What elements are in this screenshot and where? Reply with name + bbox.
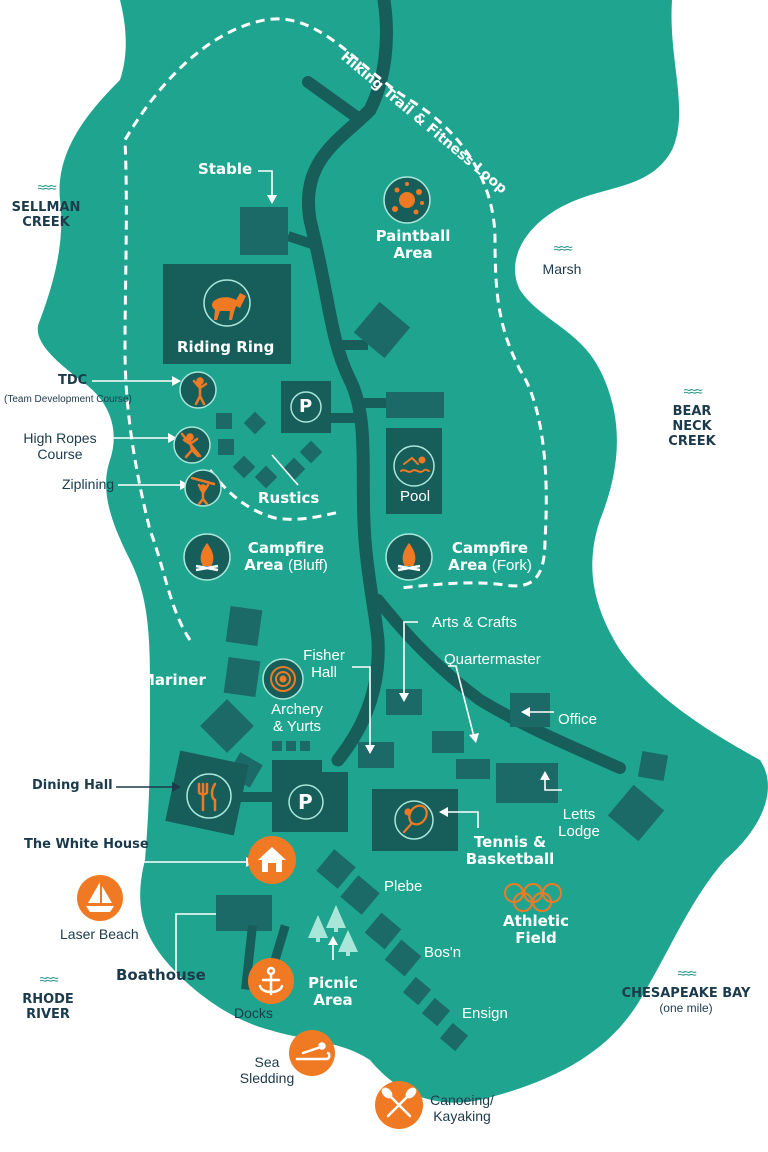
- parking-north: [281, 381, 331, 433]
- stable-label: Stable: [198, 160, 253, 178]
- paddle-icon: [381, 1087, 417, 1118]
- high-ropes-icon: [180, 432, 202, 459]
- sea-sledding-label: Sea Sledding: [239, 1054, 295, 1087]
- east-road: [372, 594, 626, 774]
- docks-label: Docks: [234, 1005, 273, 1021]
- horse-icon: [211, 293, 246, 320]
- high-ropes-label: High Ropes Course: [23, 430, 97, 463]
- mariner-label: Mariner: [140, 671, 206, 689]
- ziplining-label: Ziplining: [62, 476, 115, 492]
- dining-arrow-head: [172, 782, 181, 792]
- water-wave-icon: ≈≈≈: [39, 971, 58, 987]
- zipline-icon: [190, 476, 216, 506]
- north-spur: [302, 76, 364, 124]
- chesapeake-bay: ≈≈≈ CHESAPEAKE BAY (one mile): [616, 965, 756, 1015]
- ensign-label: Ensign: [462, 1005, 508, 1022]
- rhode-river: ≈≈≈ RHODE RIVER: [10, 971, 86, 1022]
- sellman-creek: ≈≈≈ SELLMAN CREEK: [8, 179, 84, 230]
- letts-lodge-label: Letts Lodge: [558, 806, 600, 841]
- paintball-splat-icon: [392, 182, 424, 215]
- office-label: Office: [558, 711, 597, 728]
- dining-hall-label: Dining Hall: [32, 778, 113, 793]
- light-circles: [186, 279, 435, 840]
- quartermaster-label: Quartermaster: [444, 651, 541, 668]
- white-house-label: The White House: [24, 837, 149, 852]
- campfire-fork-label: Campfire Area (Fork): [448, 539, 532, 575]
- sailboat-icon: [86, 882, 114, 912]
- canoeing-label: Canoeing/ Kayaking: [430, 1092, 494, 1125]
- laser-beach-label: Laser Beach: [60, 926, 139, 942]
- tdc-note: (Team Development Course): [4, 394, 132, 405]
- bosn-label: Bos'n: [424, 944, 462, 961]
- water-wave-icon: ≈≈≈: [683, 383, 702, 399]
- fisher-hall-label: Fisher Hall: [303, 647, 345, 682]
- main-road: [302, 0, 393, 767]
- stable-road: [286, 231, 320, 251]
- buildings: [200, 207, 669, 1052]
- house-icon: [258, 847, 286, 872]
- tennis-icon: [402, 804, 428, 834]
- tdc-label: TDC: [58, 373, 88, 388]
- parking-south-label: P: [298, 790, 313, 814]
- water-wave-icon: ≈≈≈: [553, 240, 572, 256]
- callout-arrows: [92, 170, 562, 972]
- sled-icon: [295, 1042, 331, 1061]
- campfire-bluff-label: Campfire Area (Bluff): [244, 539, 328, 575]
- rustics-label: Rustics: [258, 489, 320, 507]
- bear-neck-creek: ≈≈≈ BEAR NECK CREEK: [660, 383, 724, 449]
- anchor-icon: [258, 966, 284, 996]
- rustics-trail: [208, 469, 341, 521]
- water-wave-icon: ≈≈≈: [677, 965, 696, 981]
- parking-south: [272, 760, 348, 832]
- hiking-trail: [123, 17, 548, 641]
- marsh: ≈≈≈ Marsh: [536, 240, 588, 277]
- parking-north-label: P: [299, 396, 313, 417]
- picnic-label: Picnic Area: [308, 974, 358, 1010]
- olympic-rings-icon: [504, 883, 562, 912]
- paintball-label: Paintball Area: [375, 227, 451, 263]
- riding-ring-label: Riding Ring: [177, 338, 275, 356]
- fork-knife-icon: [197, 782, 217, 812]
- athletic-field-label: Athletic Field: [503, 912, 569, 948]
- campfire-icon: [195, 543, 421, 572]
- tennis-label: Tennis & Basketball: [465, 833, 555, 869]
- archery-target-icon: [270, 666, 296, 692]
- arts-crafts-label: Arts & Crafts: [432, 614, 518, 631]
- plebe-label: Plebe: [384, 878, 423, 895]
- tree-icon: [308, 905, 358, 956]
- boathouse-label: Boathouse: [116, 966, 206, 984]
- water-wave-icon: ≈≈≈: [37, 179, 56, 195]
- pool-label: Pool: [400, 488, 431, 505]
- tennis-block: [372, 789, 458, 851]
- archery-label: Archery & Yurts: [271, 701, 323, 736]
- swimmer-icon: [400, 456, 430, 473]
- climber-icon: [192, 377, 208, 406]
